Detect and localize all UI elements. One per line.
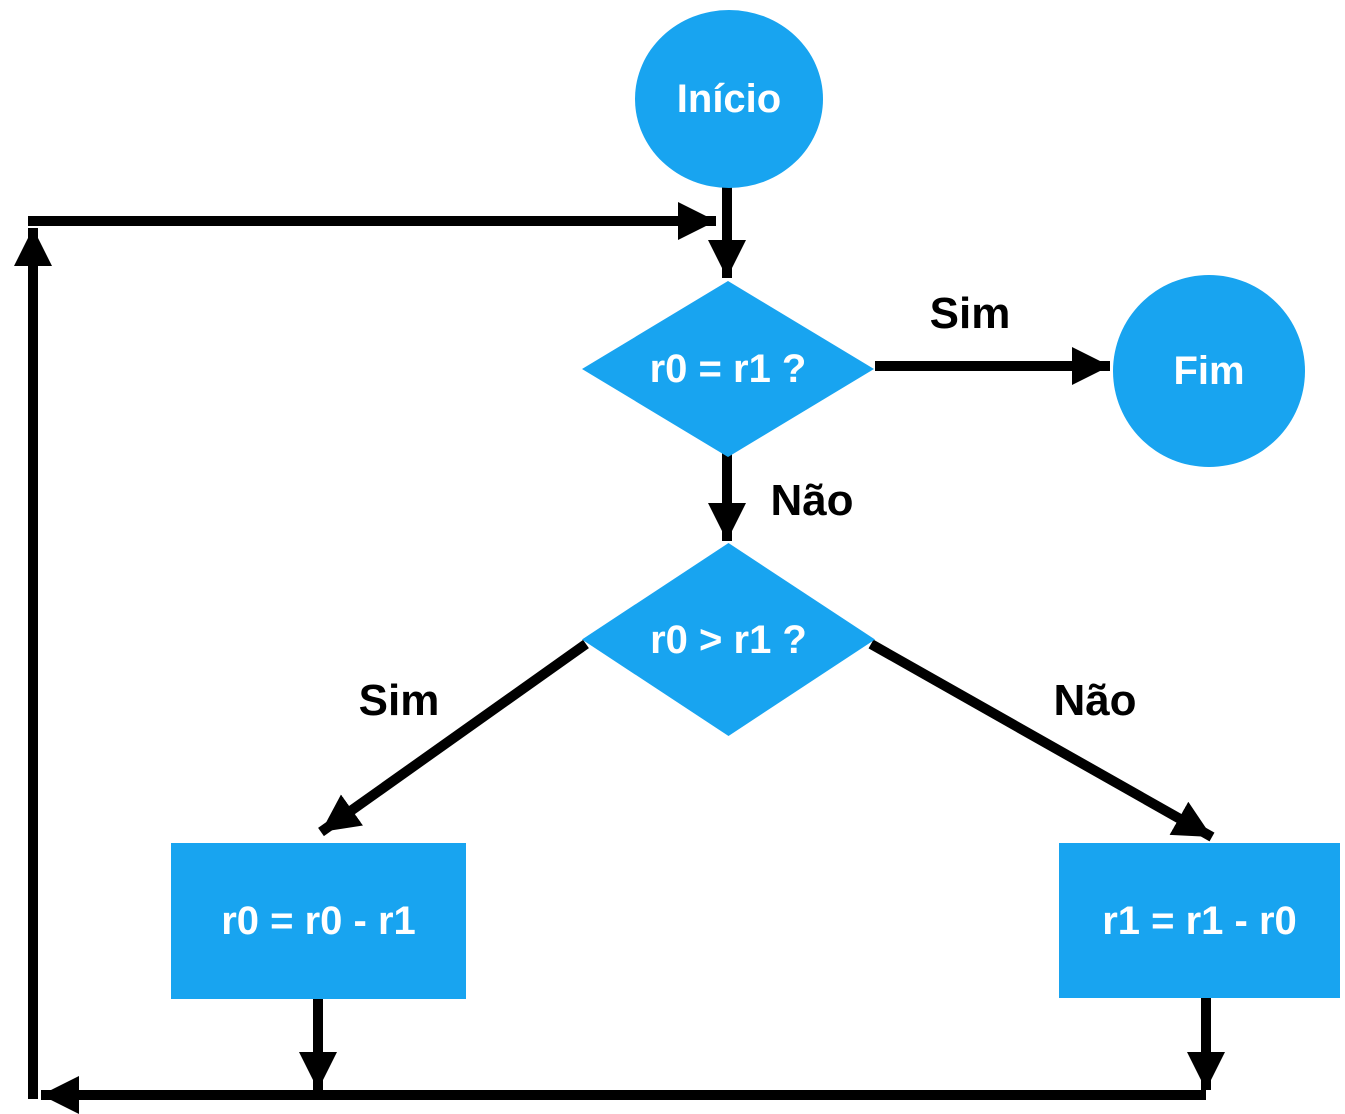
process-right-node: r1 = r1 - r0 bbox=[1059, 843, 1340, 998]
start-node: Início bbox=[635, 10, 823, 188]
decision-equal-label: r0 = r1 ? bbox=[649, 347, 807, 391]
edge-decision-greater-to-process-left bbox=[318, 639, 589, 837]
edge-label-greater-no: Não bbox=[1053, 676, 1137, 725]
edge-label-greater-yes: Sim bbox=[358, 676, 440, 725]
end-node-label: Fim bbox=[1173, 349, 1245, 393]
process-left-label: r0 = r0 - r1 bbox=[221, 899, 416, 943]
end-node: Fim bbox=[1113, 275, 1305, 467]
decision-greater-label: r0 > r1 ? bbox=[650, 617, 807, 662]
edge-decision-greater-to-process-right bbox=[868, 639, 1215, 842]
process-right-label: r1 = r1 - r0 bbox=[1102, 898, 1297, 943]
edge-label-equal-no: Não bbox=[770, 476, 854, 525]
edge-label-equal-yes: Sim bbox=[929, 289, 1011, 338]
start-node-label: Início bbox=[676, 77, 782, 121]
process-left-node: r0 = r0 - r1 bbox=[171, 843, 466, 999]
